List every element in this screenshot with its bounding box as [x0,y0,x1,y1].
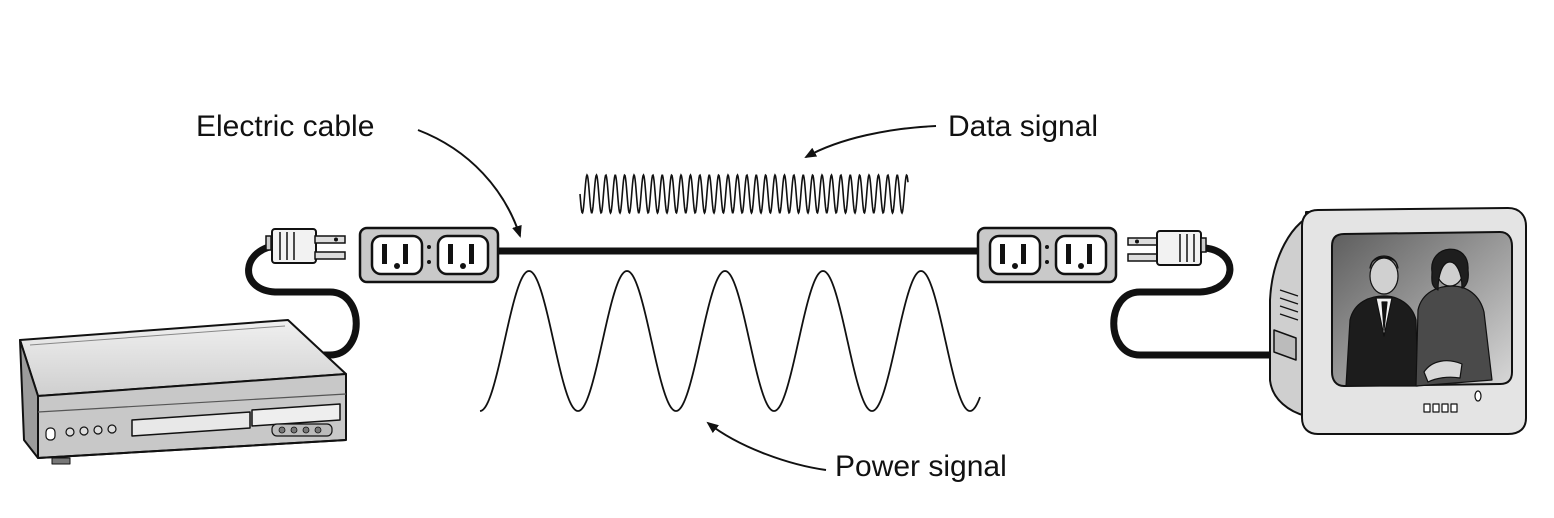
electric-cable-label: Electric cable [196,110,375,143]
power-strip-icon [976,226,1118,284]
outlet-icon [436,234,490,276]
power-strip-icon [358,226,500,284]
dvd-player-icon [19,319,347,465]
outlet-icon [988,234,1042,276]
data-signal-wave [579,173,909,215]
data-signal-label: Data signal [948,110,1099,143]
data-signal-arrow [804,125,937,158]
left-cord [245,241,360,359]
television-icon [1269,207,1527,435]
power-signal-arrow [706,421,827,471]
outlet-icon [1054,234,1108,276]
right-cord [1110,244,1279,359]
plug-icon [265,228,346,264]
outlet-icon [370,234,424,276]
power-signal-wave [479,270,981,412]
plug-icon [1127,230,1207,266]
power-signal-label: Power signal [835,450,1007,483]
tv-people-image [1345,248,1493,387]
electric-cable-arrow [417,129,522,238]
